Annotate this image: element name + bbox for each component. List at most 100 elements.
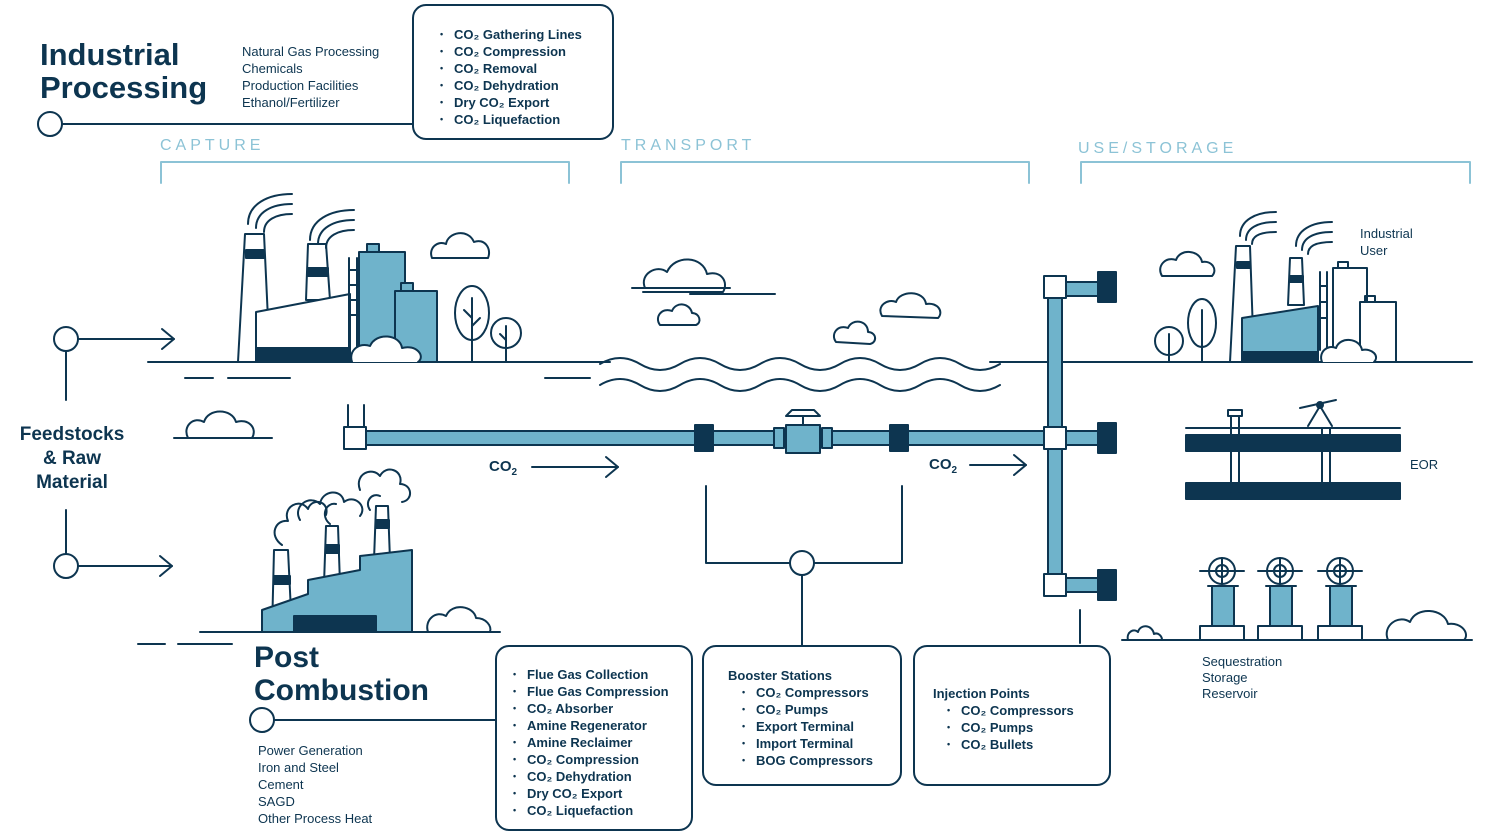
cloud-icon bbox=[1385, 610, 1467, 641]
post-combustion-title-line2: Combustion bbox=[254, 674, 429, 707]
industrial-title-line2: Processing bbox=[40, 70, 208, 105]
cloud-icon bbox=[656, 303, 701, 326]
cloud-icon bbox=[430, 232, 490, 259]
process-item: Flue Gas Compression bbox=[513, 683, 669, 700]
process-item: Amine Reclaimer bbox=[513, 734, 669, 751]
industrial-user-line1: Industrial bbox=[1360, 226, 1413, 241]
cloud-icon bbox=[631, 258, 776, 295]
industrial-process-list: CO₂ Gathering Lines CO₂ Compression CO₂ … bbox=[440, 26, 582, 128]
cloud-icon bbox=[832, 320, 876, 345]
cloud-icon bbox=[1126, 625, 1163, 641]
process-item: CO₂ Compression bbox=[513, 751, 669, 768]
injection-points-title: Injection Points bbox=[933, 686, 1030, 701]
source-item: Production Facilities bbox=[242, 78, 359, 93]
process-item: CO₂ Compression bbox=[440, 43, 582, 60]
sequestration-line: Storage bbox=[1202, 670, 1248, 685]
use-storage-bracket bbox=[1080, 161, 1471, 184]
injection-points-list: CO₂ Compressors CO₂ Pumps CO₂ Bullets bbox=[947, 702, 1074, 753]
process-item: CO₂ Absorber bbox=[513, 700, 669, 717]
injection-manifold bbox=[1043, 271, 1117, 644]
industrial-title-line1: Industrial bbox=[40, 37, 180, 72]
source-item: Cement bbox=[258, 777, 304, 792]
co2-flow-arrow-left bbox=[531, 456, 619, 478]
vertical-stub bbox=[347, 404, 365, 429]
industrial-user-label: Industrial User bbox=[1360, 225, 1413, 259]
stage-label-capture: CAPTURE bbox=[160, 137, 265, 154]
source-item: Power Generation bbox=[258, 743, 363, 758]
co2-text: CO bbox=[489, 458, 512, 475]
capture-bracket bbox=[160, 161, 570, 184]
booster-item: Import Terminal bbox=[742, 735, 873, 752]
industrial-process-box: CO₂ Gathering Lines CO₂ Compression CO₂ … bbox=[412, 4, 614, 140]
stage-label-use-storage: USE/STORAGE bbox=[1078, 140, 1238, 157]
post-combustion-title-line1: Post bbox=[254, 641, 320, 674]
stage-label-transport: TRANSPORT bbox=[621, 137, 756, 154]
cloud-icon bbox=[426, 606, 492, 633]
process-item: CO₂ Liquefaction bbox=[513, 802, 669, 819]
source-item: Natural Gas Processing bbox=[242, 44, 380, 59]
booster-item: Export Terminal bbox=[742, 718, 873, 735]
feedstocks-line1: Feedstocks bbox=[19, 424, 125, 445]
injection-item: CO₂ Compressors bbox=[947, 702, 1074, 719]
process-item: CO₂ Liquefaction bbox=[440, 111, 582, 128]
co2-flow-arrow-right bbox=[969, 454, 1027, 476]
co2-subscript: 2 bbox=[951, 465, 958, 476]
injection-item: CO₂ Bullets bbox=[947, 736, 1074, 753]
main-pipeline bbox=[343, 424, 1049, 452]
water-waves bbox=[599, 357, 1001, 392]
process-item: CO₂ Dehydration bbox=[440, 77, 582, 94]
sequestration-wells-icon bbox=[1199, 557, 1363, 641]
transport-bracket bbox=[620, 161, 1030, 184]
sequestration-label: Sequestration Storage Reservoir bbox=[1202, 654, 1282, 702]
co2-flow-label-right: CO2 bbox=[929, 456, 957, 476]
cloud-icon bbox=[879, 292, 942, 319]
process-item: Flue Gas Collection bbox=[513, 666, 669, 683]
eor-label: EOR bbox=[1410, 457, 1439, 472]
feedstocks-label: Feedstocks & Raw Material bbox=[4, 423, 140, 495]
post-combustion-process-list: Flue Gas Collection Flue Gas Compression… bbox=[513, 666, 669, 819]
post-combustion-plant-icon bbox=[261, 468, 413, 633]
post-combustion-sources: Power Generation Iron and Steel Cement S… bbox=[258, 742, 372, 827]
feedstocks-line3: Material bbox=[36, 472, 108, 493]
industrial-sources: Natural Gas Processing Chemicals Product… bbox=[242, 43, 379, 111]
booster-bracket bbox=[705, 485, 903, 646]
injection-item: CO₂ Pumps bbox=[947, 719, 1074, 736]
post-combustion-title: Post Combustion bbox=[254, 641, 429, 707]
source-item: Iron and Steel bbox=[258, 760, 339, 775]
booster-stations-box: Booster Stations CO₂ Compressors CO₂ Pum… bbox=[702, 645, 902, 786]
sequestration-line: Reservoir bbox=[1202, 686, 1258, 701]
booster-item: CO₂ Pumps bbox=[742, 701, 873, 718]
source-item: Ethanol/Fertilizer bbox=[242, 95, 340, 110]
sequestration-line: Sequestration bbox=[1202, 654, 1283, 669]
industrial-plant-icon bbox=[237, 193, 522, 363]
process-item: CO₂ Gathering Lines bbox=[440, 26, 582, 43]
process-item: CO₂ Removal bbox=[440, 60, 582, 77]
post-combustion-connector bbox=[249, 707, 497, 733]
injection-points-box: Injection Points CO₂ Compressors CO₂ Pum… bbox=[913, 645, 1111, 786]
process-item: CO₂ Dehydration bbox=[513, 768, 669, 785]
source-item: Other Process Heat bbox=[258, 811, 373, 826]
process-item: Amine Regenerator bbox=[513, 717, 669, 734]
process-item: Dry CO₂ Export bbox=[513, 785, 669, 802]
booster-item: BOG Compressors bbox=[742, 752, 873, 769]
cloud-icon bbox=[1159, 251, 1216, 277]
booster-item: CO₂ Compressors bbox=[742, 684, 873, 701]
post-combustion-process-box: Flue Gas Collection Flue Gas Compression… bbox=[495, 645, 693, 831]
eor-icon bbox=[1185, 399, 1401, 500]
booster-stations-list: CO₂ Compressors CO₂ Pumps Export Termina… bbox=[742, 684, 873, 769]
source-item: Chemicals bbox=[242, 61, 303, 76]
booster-stations-title: Booster Stations bbox=[728, 668, 833, 683]
feedstocks-line2: & Raw bbox=[42, 448, 102, 469]
industrial-user-icon bbox=[1154, 211, 1397, 363]
industrial-title: Industrial Processing bbox=[40, 38, 207, 104]
industrial-user-line2: User bbox=[1360, 243, 1388, 258]
cloud-icon bbox=[173, 410, 273, 439]
valve-icon bbox=[773, 409, 833, 454]
process-item: Dry CO₂ Export bbox=[440, 94, 582, 111]
source-item: SAGD bbox=[258, 794, 295, 809]
industrial-connector bbox=[37, 111, 415, 137]
co2-subscript: 2 bbox=[511, 467, 518, 478]
co2-text: CO bbox=[929, 456, 952, 473]
feedstock-connector bbox=[53, 326, 175, 579]
